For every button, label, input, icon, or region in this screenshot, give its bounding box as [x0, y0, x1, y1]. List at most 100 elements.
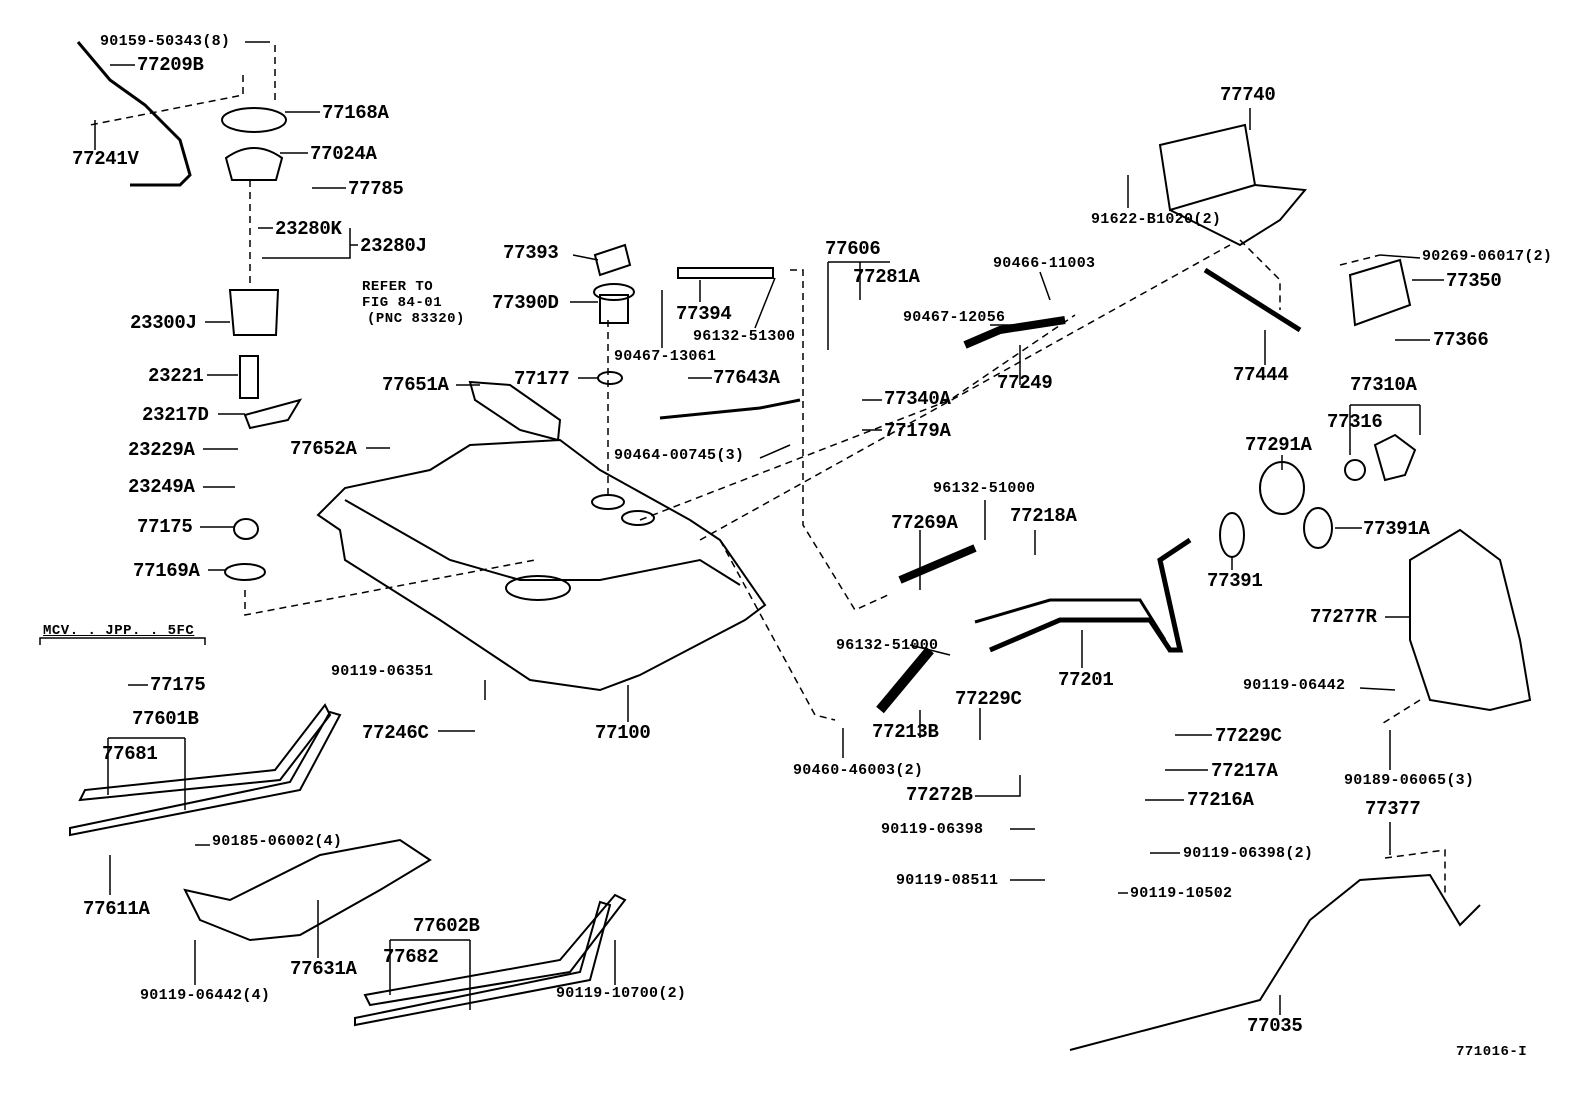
callout-77631A: 77631A	[290, 958, 357, 980]
refer-note-line2: FIG 84-01	[362, 295, 443, 311]
callout-77229C-a: 77229C	[955, 688, 1022, 710]
callout-77169A: 77169A	[133, 560, 200, 582]
callout-77391A: 77391A	[1363, 518, 1430, 540]
callout-90159-50343: 90159-50343(8)	[100, 33, 231, 50]
callout-90119-10700: 90119-10700(2)	[556, 985, 687, 1002]
callout-77249: 77249	[997, 372, 1053, 394]
opener-cable-shape	[1069, 873, 1481, 1051]
callout-23217D: 23217D	[142, 404, 209, 426]
callout-77201: 77201	[1058, 669, 1114, 691]
callout-77269A: 77269A	[891, 512, 958, 534]
callout-77444: 77444	[1233, 364, 1289, 386]
gauge-tube-shape	[76, 41, 192, 187]
callout-77241V: 77241V	[72, 148, 139, 170]
callout-77366: 77366	[1433, 329, 1489, 351]
callout-90119-10502: 90119-10502	[1130, 885, 1233, 902]
callout-90460-46003: 90460-46003(2)	[793, 762, 924, 779]
callout-77218A: 77218A	[1010, 505, 1077, 527]
filler-pipe-shape	[989, 537, 1192, 653]
callout-77681: 77681	[102, 743, 158, 765]
callout-90466-11003: 90466-11003	[993, 255, 1096, 272]
fuel-shield-77277R	[1409, 528, 1532, 712]
callout-23280J: 23280J	[360, 235, 427, 257]
figure-id: 771016-I	[1456, 1044, 1528, 1060]
callout-90119-06442: 90119-06442	[1243, 677, 1346, 694]
callout-77216A: 77216A	[1187, 789, 1254, 811]
callout-77229C-b: 77229C	[1215, 725, 1282, 747]
callout-23221: 23221	[148, 365, 204, 387]
callout-23249A: 23249A	[128, 476, 195, 498]
callout-77740: 77740	[1220, 84, 1276, 106]
callout-90467-12056: 90467-12056	[903, 309, 1006, 326]
callout-77606: 77606	[825, 238, 881, 260]
callout-77217A: 77217A	[1211, 760, 1278, 782]
callout-77602B: 77602B	[413, 915, 480, 937]
callout-77350: 77350	[1446, 270, 1502, 292]
strap-77681	[69, 710, 342, 837]
callout-77179A: 77179A	[884, 420, 951, 442]
callout-77177: 77177	[514, 368, 570, 390]
fuel-lid-shape	[1348, 258, 1412, 327]
callout-90119-06398-2: 90119-06398(2)	[1183, 845, 1314, 862]
tank-pump-opening	[505, 575, 571, 601]
fuel-tank-top	[344, 499, 741, 586]
callout-23300J: 23300J	[130, 312, 197, 334]
callout-77393: 77393	[503, 242, 559, 264]
callout-90119-06351: 90119-06351	[331, 663, 434, 680]
callout-96132-51000-b: 96132-51000	[836, 637, 939, 654]
strap-77602B	[363, 893, 627, 1007]
refer-note-line1: REFER TO	[362, 279, 434, 295]
callout-90467-13061: 90467-13061	[614, 348, 717, 365]
callout-90119-06398: 90119-06398	[881, 821, 984, 838]
callout-77168A: 77168A	[322, 102, 389, 124]
protector-77631A	[183, 838, 432, 942]
callout-77310A: 77310A	[1350, 374, 1417, 396]
callout-90189-06065: 90189-06065(3)	[1344, 772, 1475, 789]
fuel-tank-shape	[316, 438, 767, 692]
callout-77213B: 77213B	[872, 721, 939, 743]
callout-90119-08511: 90119-08511	[896, 872, 999, 889]
callout-90464-00745: 90464-00745(3)	[614, 447, 745, 464]
callout-77377: 77377	[1365, 798, 1421, 820]
pump-body-shape	[228, 289, 280, 336]
callout-90269-06017: 90269-06017(2)	[1422, 248, 1553, 265]
callout-77611A: 77611A	[83, 898, 150, 920]
callout-23229A: 23229A	[128, 439, 195, 461]
callout-96132-51000-a: 96132-51000	[933, 480, 1036, 497]
callout-77281A: 77281A	[853, 266, 920, 288]
pump-cap-shape	[224, 147, 284, 181]
callout-77601B: 77601B	[132, 708, 199, 730]
callout-77246C: 77246C	[362, 722, 429, 744]
strap-77601B	[78, 703, 332, 802]
canister-shape	[1158, 123, 1257, 212]
callout-77391: 77391	[1207, 570, 1263, 592]
callout-77100: 77100	[595, 722, 651, 744]
callout-77390D: 77390D	[492, 292, 559, 314]
callout-77652A: 77652A	[290, 438, 357, 460]
callout-77643A: 77643A	[713, 367, 780, 389]
callout-77651A: 77651A	[382, 374, 449, 396]
callout-77394: 77394	[676, 303, 732, 325]
callout-77291A: 77291A	[1245, 434, 1312, 456]
refer-note-line3: (PNC 83320)	[367, 311, 465, 327]
callout-77175: 77175	[137, 516, 193, 538]
variant-note: MCV. . JPP. . 5FC	[43, 623, 195, 639]
retainer-ring-shape	[221, 107, 287, 133]
callout-77272B: 77272B	[906, 784, 973, 806]
callout-77209B: 77209B	[137, 54, 204, 76]
callout-77785: 77785	[348, 178, 404, 200]
callout-90119-06442-4: 90119-06442(4)	[140, 987, 271, 1004]
callout-77682: 77682	[383, 946, 439, 968]
strap-77682	[354, 900, 612, 1027]
callout-77175-variant: 77175	[150, 674, 206, 696]
callout-90185-06002: 90185-06002(4)	[212, 833, 343, 850]
callout-91622-B1020: 91622-B1020(2)	[1091, 211, 1222, 228]
callout-77277R: 77277R	[1310, 606, 1377, 628]
callout-77024A: 77024A	[310, 143, 377, 165]
callout-23280K: 23280K	[275, 218, 342, 240]
callout-77035: 77035	[1247, 1015, 1303, 1037]
callout-77316: 77316	[1327, 411, 1383, 433]
callout-96132-51300: 96132-51300	[693, 328, 796, 345]
